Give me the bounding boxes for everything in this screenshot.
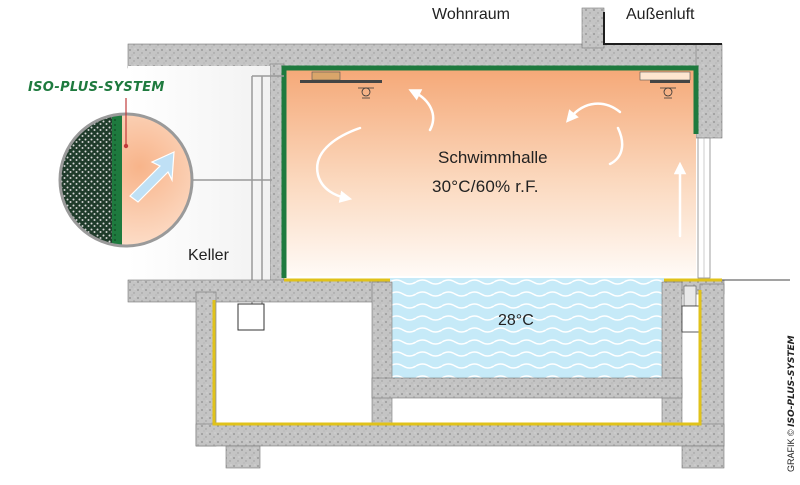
footing-right — [681, 445, 725, 469]
pool-bottom — [371, 377, 683, 399]
label-keller: Keller — [188, 247, 229, 264]
exterior-wall-upper — [695, 43, 723, 139]
pool-wall-right — [661, 281, 683, 429]
footing-left — [225, 445, 261, 469]
foundation-wall-right — [699, 283, 725, 447]
ceiling-duct-right — [639, 71, 691, 81]
label-hall-conditions: 30°C/60% r.F. — [432, 177, 539, 196]
ceiling-slab — [127, 43, 721, 69]
label-pool-temp: 28°C — [498, 312, 534, 329]
hall-room — [284, 68, 696, 276]
copyright-prefix: GRAFIK © — [786, 426, 796, 472]
copyright-note: GRAFIK © ISO-PLUS-SYSTEM — [786, 335, 797, 472]
pool-wall-left — [371, 281, 393, 429]
roof-edge — [603, 12, 722, 45]
air-diffuser-left — [358, 87, 374, 99]
perimeter-insulation — [212, 290, 702, 426]
foundation-floor — [195, 423, 725, 447]
brand-logo: ISO-PLUS-SYSTEM — [28, 80, 165, 95]
ceiling-duct-left — [311, 71, 341, 81]
copyright-brand: ISO-PLUS-SYSTEM — [787, 335, 797, 427]
hall-floor-slab-left — [127, 279, 391, 303]
label-aussenluft: Außenluft — [626, 6, 695, 23]
air-diffuser-right — [660, 87, 676, 99]
ventilation-unit — [237, 303, 265, 331]
label-wohnraum: Wohnraum — [432, 6, 510, 23]
label-hall-name: Schwimmhalle — [438, 148, 548, 167]
pump-unit — [681, 305, 701, 333]
airflow-arrows — [315, 89, 687, 238]
insulation-lining — [281, 65, 699, 278]
ventilation-stack — [581, 7, 605, 49]
pool-water — [390, 278, 664, 380]
